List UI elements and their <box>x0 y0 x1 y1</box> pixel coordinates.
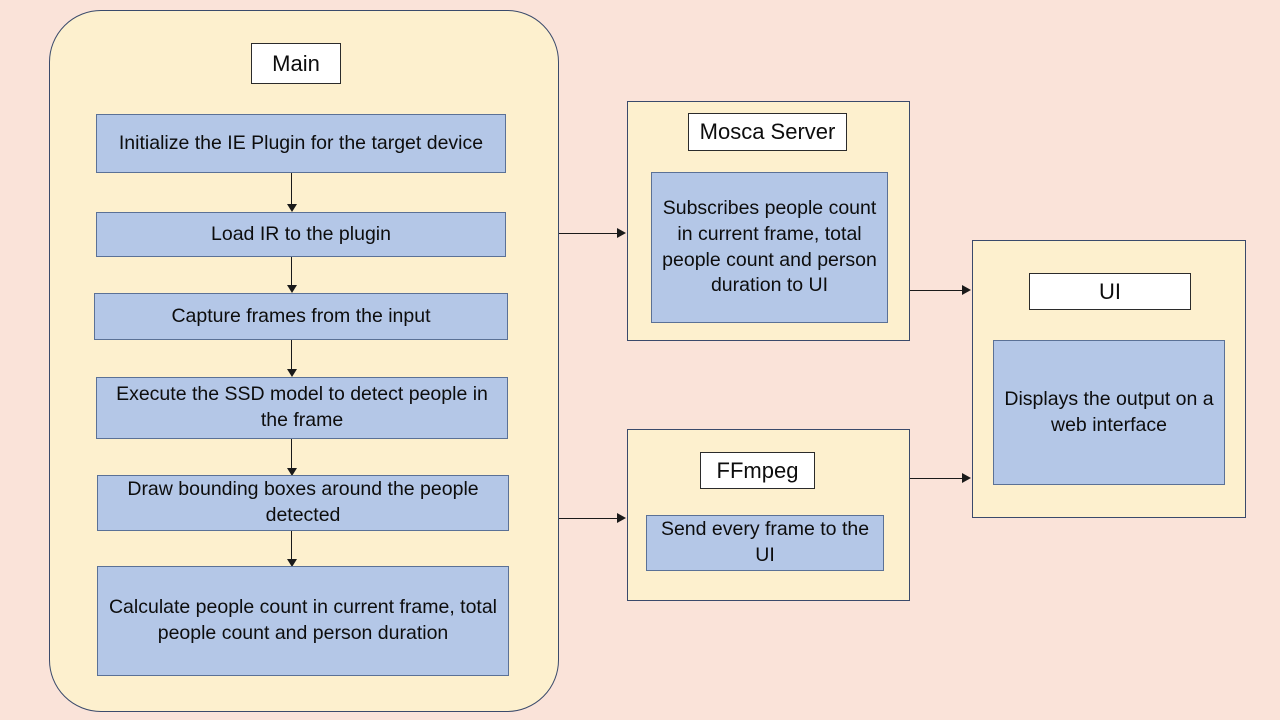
connector-step4-to-step5-line <box>291 439 292 471</box>
group-ui-label: UI <box>1029 273 1191 310</box>
process-capture-frames[interactable]: Capture frames from the input <box>94 293 508 340</box>
process-calculate-counts[interactable]: Calculate people count in current frame,… <box>97 566 509 676</box>
connector-mosca-to-ui-arrow <box>962 284 971 295</box>
group-main-label: Main <box>251 43 341 84</box>
connector-step4-to-step5-arrow <box>286 468 297 476</box>
connector-step5-to-step6-arrow <box>286 559 297 567</box>
process-draw-boxes[interactable]: Draw bounding boxes around the people de… <box>97 475 509 531</box>
connector-main-to-mosca-arrow <box>617 227 626 238</box>
process-subscribe-counts[interactable]: Subscribes people count in current frame… <box>651 172 888 323</box>
process-send-frames[interactable]: Send every frame to the UI <box>646 515 884 571</box>
process-execute-ssd[interactable]: Execute the SSD model to detect people i… <box>96 377 508 439</box>
connector-step3-to-step4-line <box>291 340 292 372</box>
connector-step2-to-step3-arrow <box>286 285 297 293</box>
connector-mosca-to-ui-line <box>910 290 964 291</box>
connector-step5-to-step6-line <box>291 531 292 562</box>
group-mosca-server-label: Mosca Server <box>688 113 847 151</box>
group-ffmpeg-label: FFmpeg <box>700 452 815 489</box>
connector-ffmpeg-to-ui-arrow <box>962 472 971 483</box>
connector-step3-to-step4-arrow <box>286 369 297 377</box>
connector-main-to-ffmpeg-arrow <box>617 512 626 523</box>
connector-step1-to-step2-arrow <box>286 204 297 212</box>
process-display-output[interactable]: Displays the output on a web interface <box>993 340 1225 485</box>
connector-step1-to-step2-line <box>291 173 292 207</box>
process-load-ir[interactable]: Load IR to the plugin <box>96 212 506 257</box>
connector-step2-to-step3-line <box>291 257 292 288</box>
connector-ffmpeg-to-ui-line <box>910 478 964 479</box>
process-init-ie-plugin[interactable]: Initialize the IE Plugin for the target … <box>96 114 506 173</box>
connector-main-to-mosca-line <box>559 233 619 234</box>
connector-main-to-ffmpeg-line <box>559 518 619 519</box>
